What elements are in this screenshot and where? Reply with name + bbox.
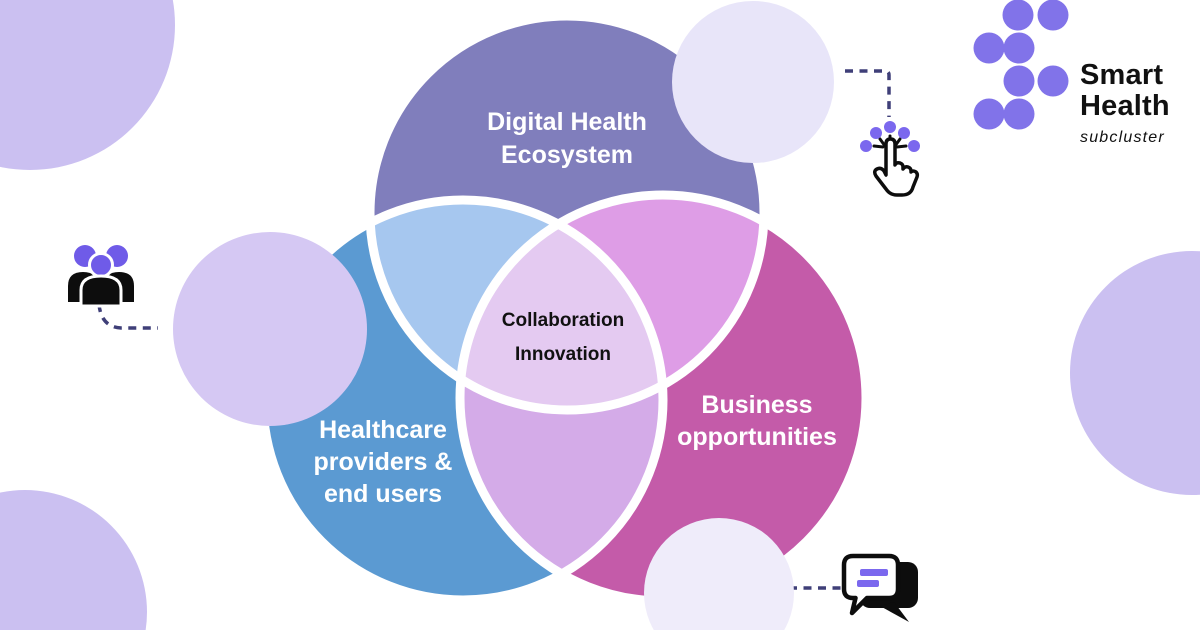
logo-dots-icon (973, 0, 1069, 130)
connector-people-dashed-line (97, 303, 158, 330)
logo-tagline: subcluster (1080, 129, 1165, 146)
accent-circle-left (173, 232, 367, 426)
label-line: Healthcare (319, 416, 447, 444)
label-line: end users (323, 480, 443, 508)
label-line: Collaboration (501, 310, 625, 331)
logo-name-line2: Health (1080, 90, 1170, 122)
label-line: Business (701, 391, 813, 419)
label-line: Digital Health (487, 108, 647, 136)
people-group-icon (68, 245, 134, 308)
label-collaboration-innovation: Collaboration Innovation (502, 304, 624, 372)
accent-circle-top-right (672, 1, 834, 163)
connector-tap-dashed-line (845, 69, 891, 117)
label-line: Innovation (514, 344, 612, 365)
tap-gesture-icon (860, 121, 920, 197)
accent-circle-bottom (644, 518, 794, 630)
label-digital-health-ecosystem: Digital Health Ecosystem (487, 106, 647, 172)
logo-name-line1: Smart (1080, 59, 1164, 91)
chat-bubbles-icon (841, 553, 918, 622)
label-line: opportunities (677, 423, 837, 451)
logo-wordmark: Smart Health subcluster (1080, 60, 1170, 147)
label-business-opportunities: Business opportunities (677, 389, 837, 453)
label-line: providers & (313, 448, 453, 476)
label-line: Ecosystem (500, 141, 634, 169)
overlap-center (460, 200, 663, 410)
label-healthcare-providers: Healthcare providers & end users (314, 414, 453, 510)
